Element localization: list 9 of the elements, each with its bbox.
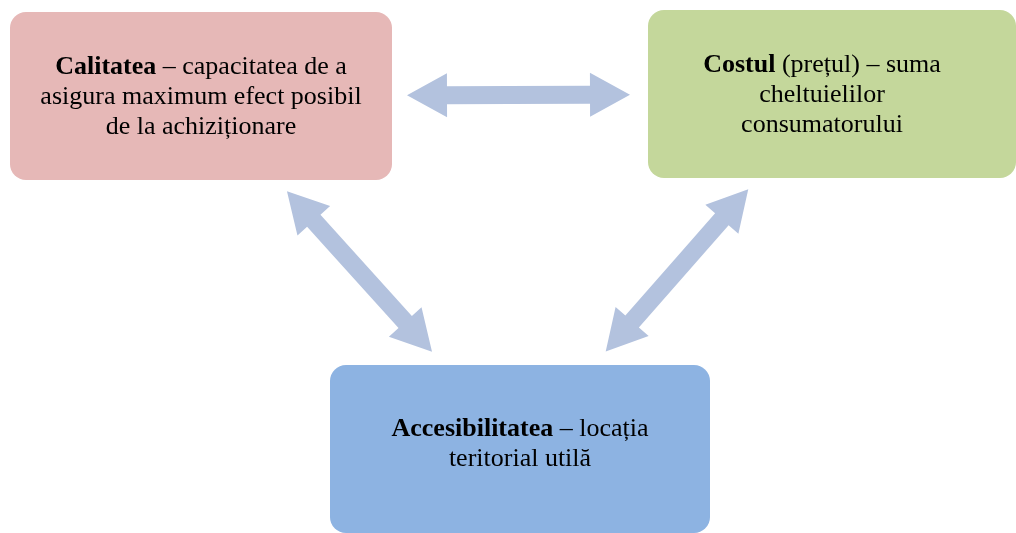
double-arrow (286, 191, 432, 352)
rounded-box (648, 10, 1016, 178)
rounded-box (10, 12, 392, 180)
double-arrow (407, 72, 630, 118)
double-arrow (605, 189, 749, 352)
rounded-box (330, 365, 710, 533)
box-text: Accesibilitatea – locația teritorial utilă (390, 413, 650, 473)
box-text: Calitatea – capacitatea de a asigura maximum efect posibil de la achiziționare (39, 51, 363, 141)
box-text: Costul (prețul) – suma cheltuielilor consumatorului (702, 49, 942, 139)
